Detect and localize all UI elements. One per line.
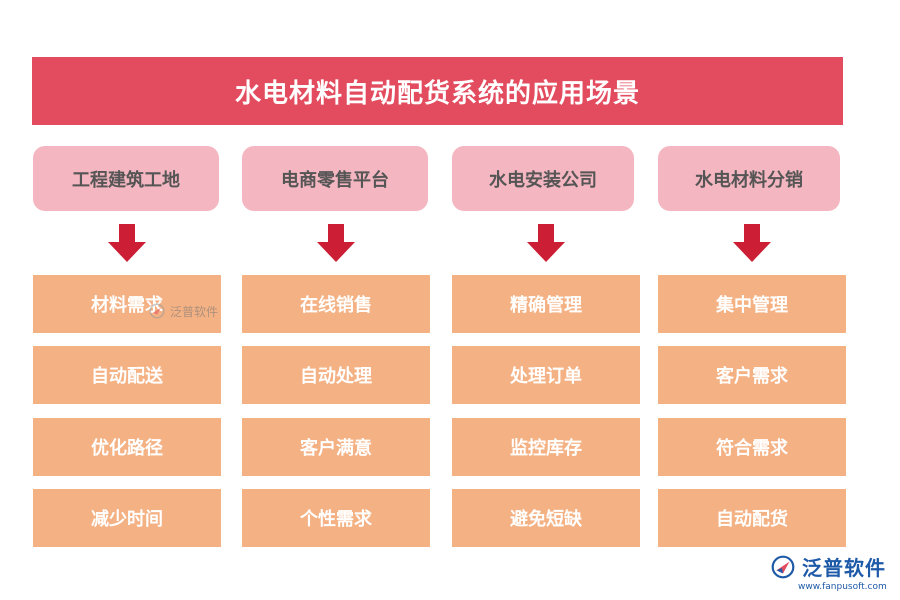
scenario-item: 处理订单 (452, 346, 640, 404)
scenario-item: 自动配货 (658, 489, 846, 547)
scenario-item: 客户需求 (658, 346, 846, 404)
logo-url: www.fanpusoft.com (798, 582, 887, 592)
down-arrow-icon (317, 224, 355, 262)
column-header: 电商零售平台 (242, 146, 428, 211)
fanpu-logo-icon (771, 555, 795, 578)
column-header: 水电材料分销 (658, 146, 840, 211)
scenario-item: 避免短缺 (452, 489, 640, 547)
scenario-item: 在线销售 (242, 275, 430, 333)
scenario-item: 优化路径 (33, 418, 221, 476)
logo-text: 泛普软件 (802, 556, 886, 580)
brand-logo: 泛普软件 www.fanpusoft.com (770, 552, 887, 592)
watermark: 泛普软件 (148, 302, 218, 320)
down-arrow-icon (108, 224, 146, 262)
title-bar: 水电材料自动配货系统的应用场景 (32, 57, 843, 125)
scenario-item: 客户满意 (242, 418, 430, 476)
down-arrow-icon (527, 224, 565, 262)
column-header: 工程建筑工地 (33, 146, 219, 211)
scenario-item: 监控库存 (452, 418, 640, 476)
down-arrow-icon (733, 224, 771, 262)
scenario-item: 精确管理 (452, 275, 640, 333)
column-header: 水电安装公司 (452, 146, 634, 211)
fanpu-logo-icon (149, 303, 165, 319)
scenario-item: 减少时间 (33, 489, 221, 547)
scenario-item: 个性需求 (242, 489, 430, 547)
scenario-item: 自动处理 (242, 346, 430, 404)
page-title: 水电材料自动配货系统的应用场景 (234, 78, 640, 109)
scenario-item: 自动配送 (33, 346, 221, 404)
watermark-text: 泛普软件 (170, 304, 219, 319)
scenario-item: 集中管理 (658, 275, 846, 333)
scenario-item: 材料需求 (33, 275, 221, 333)
scenario-item: 符合需求 (658, 418, 846, 476)
